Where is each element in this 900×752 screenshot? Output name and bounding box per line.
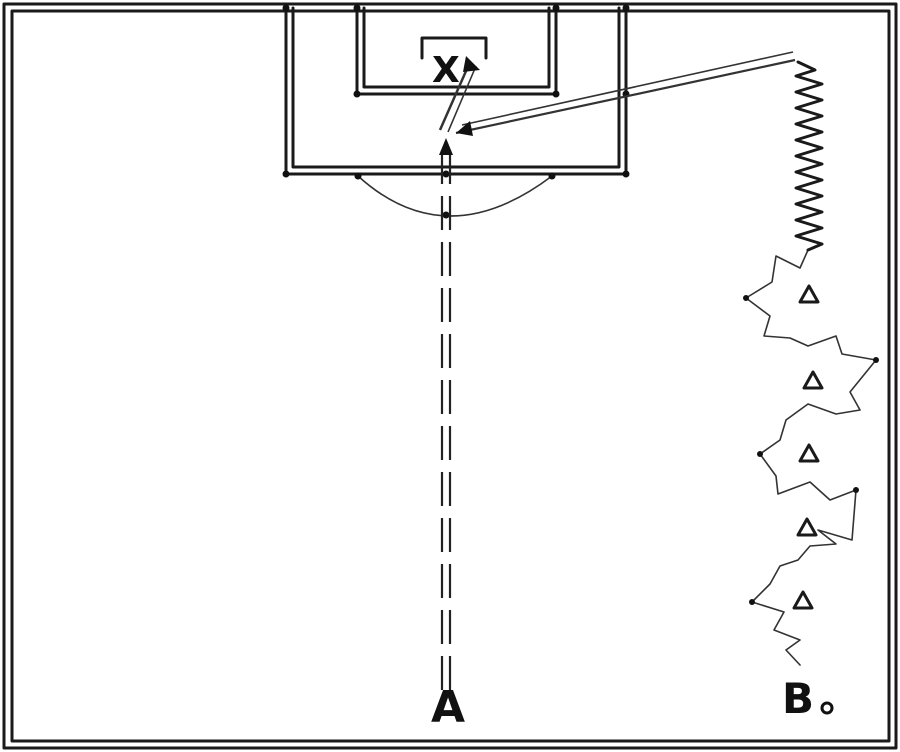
line-junctions <box>282 4 630 219</box>
cone-marker <box>796 517 818 537</box>
goalkeeper-box <box>420 36 488 60</box>
player-b-dot <box>820 701 834 715</box>
player-b-dribble <box>743 60 879 666</box>
run-arrowhead <box>439 138 453 155</box>
player-a-label: A <box>431 682 465 733</box>
goalkeeper-label: X <box>432 50 460 91</box>
cone-marker <box>802 370 824 390</box>
penalty-arc <box>357 175 553 217</box>
player-b-label: B <box>782 674 814 723</box>
cross-pass <box>455 51 796 136</box>
cone-marker <box>798 284 820 304</box>
cone-marker <box>798 443 820 463</box>
shot-line <box>438 56 480 133</box>
player-a-run <box>439 138 453 690</box>
cone-marker <box>792 590 814 610</box>
cones <box>792 284 824 610</box>
